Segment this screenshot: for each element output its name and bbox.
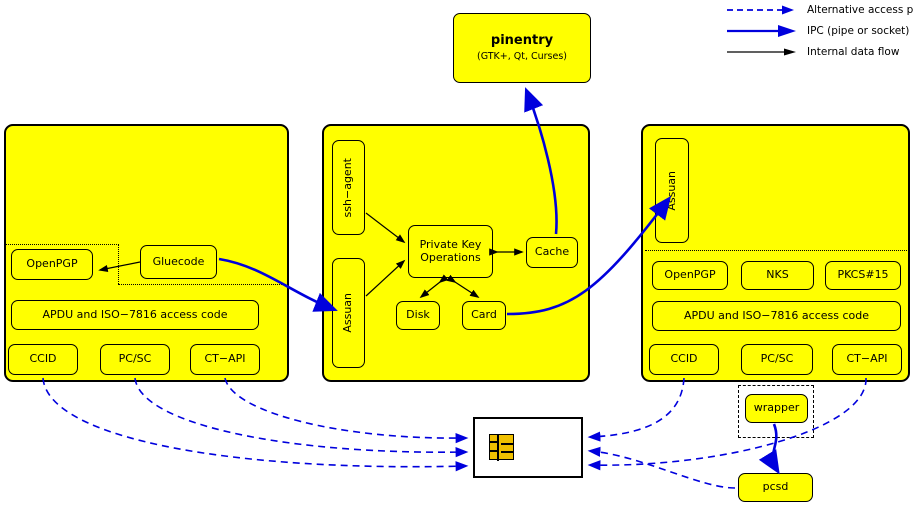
scdaemon-assuan-label: Assuan [664,170,678,211]
agent-disk-label: Disk [406,308,430,322]
pcsd-label: pcsd [762,480,789,494]
agent-private-key-ops-box[interactable]: Private Key Operations [408,225,493,278]
agent-card-label: Card [471,308,497,322]
legend: Alternative access paths IPC (pipe or so… [726,4,914,58]
legend-label-ipc: IPC (pipe or socket) [807,25,910,37]
scdaemon-driver-ctapi-label: CT−API [846,352,888,366]
scdaemon-apdu-box[interactable]: APDU and ISO−7816 access code [652,301,901,331]
legend-swatch-ipc [726,25,798,37]
gpg-dotted-top [4,244,119,245]
gpg-driver-ccid[interactable]: CCID [8,344,78,375]
agent-assuan-label: Assuan [341,293,355,333]
gpg-driver-pcsc-label: PC/SC [118,352,152,366]
legend-item-ipc: IPC (pipe or socket) [726,25,909,37]
agent-cache-box[interactable]: Cache [526,237,578,268]
agent-ssh-agent-label: ssh−agent [341,157,355,218]
scdaemon-driver-ccid[interactable]: CCID [649,344,719,375]
gpg-dotted-bottom [118,284,288,285]
agent-cache-label: Cache [534,245,570,259]
gpg-dotted-vertical [118,244,119,284]
legend-swatch-dashed [726,4,798,16]
scdaemon-app-pkcs15[interactable]: PKCS#15 [825,261,901,290]
gpg-gluecode-label: Gluecode [152,254,205,268]
agent-assuan-box[interactable]: Assuan [332,258,365,368]
agent-private-key-line2: Operations [420,250,481,264]
pinentry-subtitle: (GTK+, Qt, Curses) [476,50,567,62]
gpg-driver-ctapi-label: CT−API [204,352,246,366]
altpath-gpg-pcsc-to-card [134,377,469,458]
pcsd-box[interactable]: pcsd [738,473,813,502]
scdaemon-app-openpgp-label: OpenPGP [664,268,716,282]
agent-disk-box[interactable]: Disk [396,301,440,330]
gpg-openpgp-label: OpenPGP [26,257,78,271]
pinentry-title: pinentry [490,32,554,48]
scdaemon-app-nks-label: NKS [766,268,789,282]
altpath-gpg-ccid-to-card [42,377,469,472]
scdaemon-assuan-box[interactable]: Assuan [655,138,689,243]
wrapper-box[interactable]: wrapper [745,394,808,423]
agent-ssh-agent-box[interactable]: ssh−agent [332,140,365,235]
panel-scdaemon [641,124,910,382]
pinentry-box[interactable]: pinentry (GTK+, Qt, Curses) [453,13,591,83]
legend-label-alt-access: Alternative access paths [807,4,914,16]
legend-label-internal: Internal data flow [807,46,900,58]
scdaemon-driver-pcsc[interactable]: PC/SC [741,344,813,375]
gpg-apdu-box[interactable]: APDU and ISO−7816 access code [11,300,259,330]
scdaemon-apdu-label: APDU and ISO−7816 access code [683,308,870,322]
scdaemon-app-openpgp[interactable]: OpenPGP [652,261,728,290]
altpath-scd-ccid-to-card [587,377,685,442]
agent-card-box[interactable]: Card [462,301,506,330]
altpath-gpg-ctapi-to-card [224,377,469,444]
legend-item-internal: Internal data flow [726,46,899,58]
gpg-apdu-label: APDU and ISO−7816 access code [42,307,228,321]
legend-swatch-internal [726,46,798,58]
gpg-openpgp-box[interactable]: OpenPGP [11,249,93,280]
scdaemon-dotted-divider [645,250,907,251]
gpg-driver-ccid-label: CCID [29,352,57,366]
scdaemon-driver-ccid-label: CCID [670,352,698,366]
scdaemon-app-pkcs15-label: PKCS#15 [837,268,889,282]
altpath-pcsd-to-card [587,446,736,489]
scdaemon-driver-pcsc-label: PC/SC [760,352,794,366]
agent-private-key-line1: Private Key [419,237,482,251]
wrapper-label: wrapper [753,401,800,415]
smartcard[interactable] [473,417,583,478]
gpg-gluecode-box[interactable]: Gluecode [140,245,217,279]
chip-icon [489,434,514,461]
altpath-scd-ctapi-to-card [587,377,867,471]
scdaemon-driver-ctapi[interactable]: CT−API [832,344,902,375]
legend-item-alt-access: Alternative access paths [726,4,914,16]
gpg-driver-ctapi[interactable]: CT−API [190,344,260,375]
gpg-driver-pcsc[interactable]: PC/SC [100,344,170,375]
scdaemon-app-nks[interactable]: NKS [741,261,814,290]
